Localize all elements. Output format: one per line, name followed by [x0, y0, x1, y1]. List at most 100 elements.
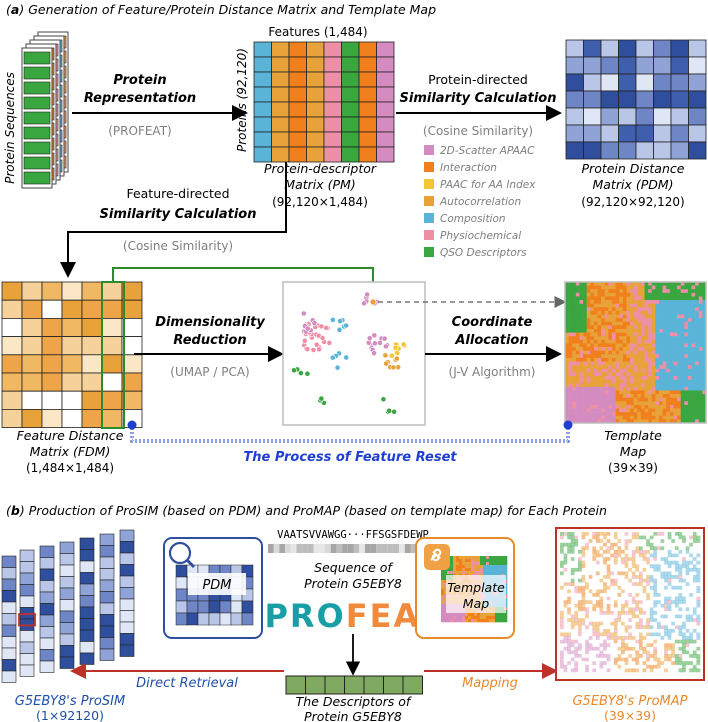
promap-cell: [585, 650, 590, 655]
template-map-cell: [691, 350, 696, 355]
promap-cell: [599, 532, 604, 536]
promap-cell: [631, 607, 636, 612]
promap-cell: [570, 639, 575, 644]
pdm-cell: [653, 56, 672, 75]
promap-cell: [624, 557, 629, 562]
promap-cell: [682, 661, 686, 666]
promap-cell: [581, 567, 586, 572]
pm-cell: [358, 146, 377, 163]
promap-cell: [664, 668, 668, 673]
template-map-cell: [644, 365, 649, 370]
template-map-cell: [630, 336, 634, 341]
promap-cell: [563, 603, 568, 608]
promap-cell: [606, 571, 611, 576]
prosim-cell: [1, 578, 17, 591]
template-mini-cell: [480, 562, 484, 566]
template-map-cell: [662, 390, 667, 395]
promap-cell: [581, 535, 586, 540]
template-map-cell: [648, 343, 653, 348]
promap-cell: [674, 668, 679, 673]
template-mini-cell: [456, 613, 460, 617]
promap-cell: [642, 560, 647, 565]
promap-cell: [692, 600, 697, 605]
prosim-cell: [39, 568, 55, 581]
promap-cell: [667, 610, 672, 615]
promap-cell: [642, 632, 647, 637]
promap-cell: [667, 585, 672, 590]
promap-cell: [603, 661, 607, 666]
template-map-cell: [691, 307, 696, 312]
promap-cell: [599, 553, 604, 558]
template-map-cell: [601, 336, 606, 341]
promap-cell: [599, 585, 604, 590]
promap-cell: [585, 589, 590, 594]
sequence-cell: [23, 111, 51, 125]
promap-cell: [692, 643, 697, 648]
fdm-cell: [61, 281, 83, 301]
prosim-cell: [119, 529, 135, 542]
promap-cell: [595, 557, 600, 562]
promap-cell: [631, 539, 636, 544]
template-map-cell: [604, 303, 609, 308]
template-mini-cell: [489, 571, 493, 575]
prosim-cell: [19, 561, 35, 574]
promap-cell: [617, 582, 622, 587]
promap-cell: [664, 628, 668, 633]
template-map-cell: [619, 368, 624, 373]
template-map-cell: [651, 394, 656, 398]
template-map-cell: [619, 404, 624, 409]
template-map-cell: [651, 314, 656, 319]
template-map-cell: [677, 296, 681, 301]
prosim-cell: [119, 644, 135, 657]
promap-cell: [653, 614, 658, 619]
promap-cell: [581, 654, 586, 658]
template-map-cell: [673, 321, 678, 326]
promap-cell: [678, 603, 683, 608]
template-map-cell: [593, 325, 598, 330]
protein-sequences-label: Protein Sequences: [3, 72, 17, 184]
template-mini-cell: [498, 556, 502, 560]
promap-cell: [560, 589, 564, 594]
promap-cell: [610, 546, 615, 551]
promap-cell: [595, 628, 600, 633]
template-map-cell: [648, 412, 653, 417]
promap-cell: [667, 636, 672, 640]
template-map-cell: [575, 376, 580, 380]
promap-cell: [613, 607, 618, 612]
prosim-cell: [1, 601, 17, 614]
promap-cell: [592, 549, 597, 554]
promap-cell: [606, 614, 611, 619]
template-map-cell: [702, 354, 707, 359]
promap-cell: [563, 539, 568, 544]
template-map-cell: [666, 321, 671, 326]
template-map-cell: [575, 314, 580, 319]
promap-cell: [599, 668, 604, 673]
promap-cell: [656, 546, 661, 551]
template-map-cell: [640, 357, 645, 362]
template-map-cell: [680, 379, 685, 384]
promap-cell: [574, 575, 579, 579]
template-map-cell: [597, 397, 602, 402]
promap-cell: [581, 553, 586, 558]
template-map-cell: [593, 310, 598, 315]
promap-cell: [682, 654, 686, 658]
descriptor-cell: [363, 675, 384, 695]
promap-cell: [656, 585, 661, 590]
template-map-cell: [637, 339, 642, 344]
template-map-cell: [644, 376, 649, 380]
promap-cell: [560, 596, 564, 601]
template-map-cell: [565, 383, 569, 388]
promap-cell: [638, 646, 643, 651]
promap-cell: [624, 607, 629, 612]
template-map-cell: [597, 292, 602, 297]
template-map-cell: [593, 394, 598, 398]
template-mini-cell: [477, 556, 481, 560]
promap-cell: [689, 589, 694, 594]
template-map-cell: [648, 347, 653, 351]
promap-cell: [570, 654, 575, 658]
promap-cell: [603, 589, 607, 594]
template-mini-cell: [465, 568, 469, 572]
promap-cell: [567, 549, 572, 554]
promap-cell: [678, 593, 683, 597]
